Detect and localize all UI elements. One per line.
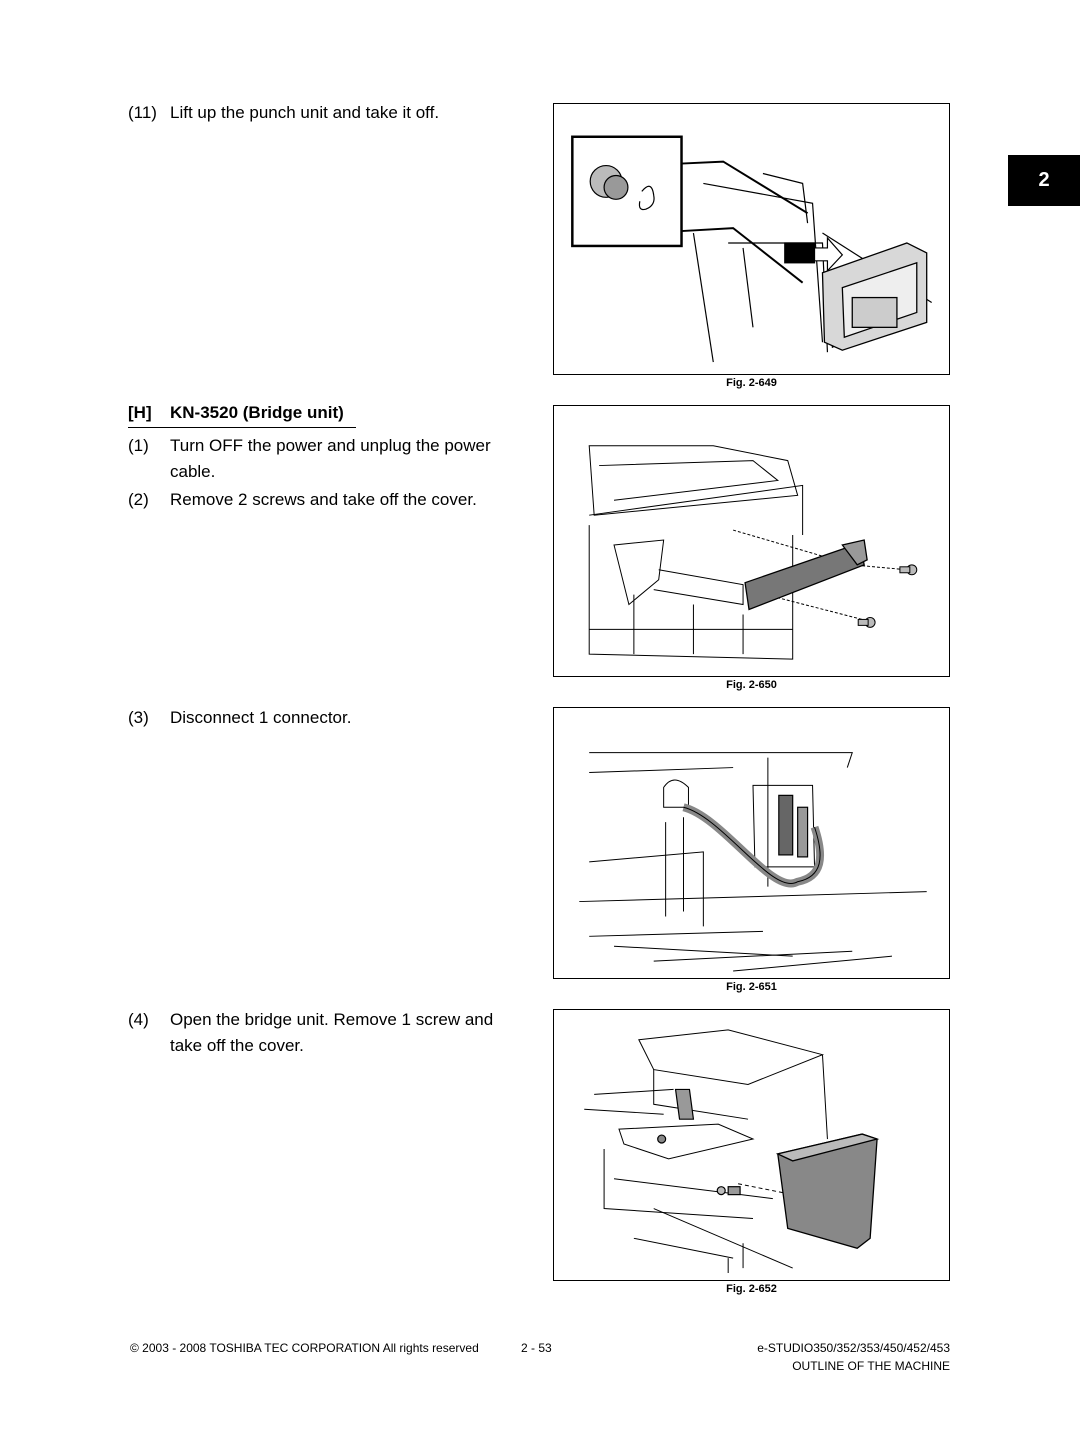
step-11: (11) Lift up the punch unit and take it … — [128, 100, 528, 126]
section-tab: 2 — [1008, 155, 1080, 206]
figure-650 — [553, 405, 950, 677]
figure-caption: Fig. 2-651 — [726, 981, 777, 993]
figure-652 — [553, 1009, 950, 1281]
footer-page-number: 2 - 53 — [521, 1341, 552, 1355]
step-3: (3) Disconnect 1 connector. — [128, 705, 528, 731]
footer-section: OUTLINE OF THE MACHINE — [792, 1359, 950, 1373]
step-text-line1: Open the bridge unit. Remove 1 screw and — [170, 1010, 494, 1029]
punch-unit-illustration — [571, 135, 932, 363]
step-number: (4) — [128, 1010, 149, 1029]
section-title: KN-3520 (Bridge unit) — [170, 403, 344, 422]
step-text: Lift up the punch unit and take it off. — [170, 103, 440, 122]
step-2: (2) Remove 2 screws and take off the cov… — [128, 487, 528, 513]
figure-caption: Fig. 2-652 — [726, 1283, 777, 1295]
footer-model: e-STUDIO350/352/353/450/452/453 — [757, 1341, 950, 1355]
step-number: (11) — [128, 103, 157, 122]
heading-underline — [128, 427, 356, 428]
step-text: Remove 2 screws and take off the cover. — [170, 490, 477, 509]
figure-caption: Fig. 2-650 — [726, 679, 777, 691]
step-text: Disconnect 1 connector. — [170, 708, 352, 727]
figure-649 — [553, 103, 950, 375]
footer-copyright: © 2003 - 2008 TOSHIBA TEC CORPORATION Al… — [130, 1341, 479, 1355]
step-number: (1) — [128, 436, 149, 455]
step-text-line2: cable. — [170, 462, 216, 481]
step-1: (1) Turn OFF the power and unplug the po… — [128, 433, 528, 485]
step-number: (2) — [128, 490, 149, 509]
connector-illustration — [579, 752, 927, 972]
step-number: (3) — [128, 708, 149, 727]
step-4: (4) Open the bridge unit. Remove 1 screw… — [128, 1007, 528, 1059]
figure-caption: Fig. 2-649 — [726, 377, 777, 389]
section-letter: [H] — [128, 403, 152, 422]
figure-651 — [553, 707, 950, 979]
bridge-cover-removal-illustration — [588, 445, 918, 660]
step-text-line1: Turn OFF the power and unplug the power — [170, 436, 491, 455]
bridge-unit-cover-illustration — [584, 1029, 880, 1274]
step-text-line2: take off the cover. — [170, 1036, 304, 1055]
